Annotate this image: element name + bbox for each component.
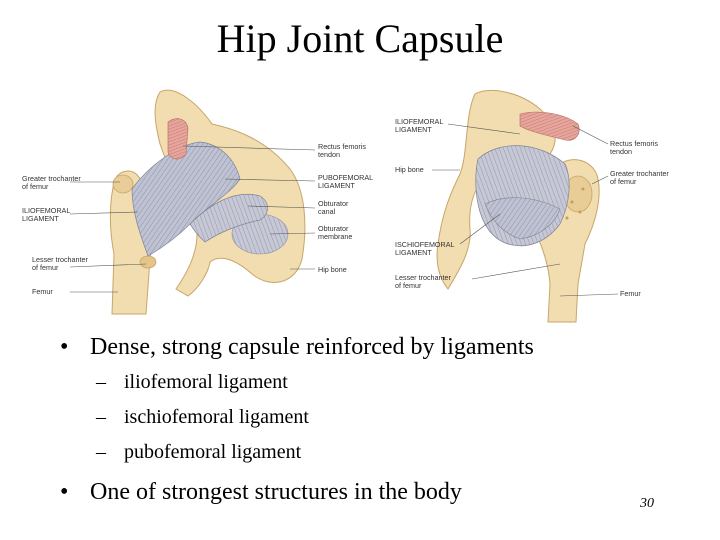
bullet-2-text: One of strongest structures in the body: [90, 479, 462, 505]
posterior-ischiofemoral-ligament: [484, 197, 561, 240]
posterior-label-rectus-femoris-1: Rectus femoris: [610, 139, 658, 148]
bullet-1-text: Dense, strong capsule reinforced by liga…: [90, 334, 534, 360]
posterior-label-lesser-trochanter-1: Lesser trochanter: [395, 273, 452, 282]
posterior-label-iliofemoral-1: ILIOFEMORAL: [395, 117, 443, 126]
anterior-label-pubofemoral-2: LIGAMENT: [318, 181, 355, 190]
posterior-label-ischiofemoral-2: LIGAMENT: [395, 248, 432, 257]
bullet-dot: •: [60, 334, 69, 360]
slide-title: Hip Joint Capsule: [216, 16, 504, 61]
anterior-greater-trochanter: [112, 174, 134, 194]
posterior-leader-lines: [432, 123, 619, 297]
anterior-label-iliofemoral-1: ILIOFEMORAL: [22, 206, 70, 215]
posterior-label-hip-bone: Hip bone: [395, 165, 424, 174]
subitem-3-text: pubofemoral ligament: [124, 441, 302, 463]
anterior-label-femur: Femur: [32, 287, 53, 296]
anterior-lesser-trochanter: [139, 255, 157, 269]
anterior-label-hip-bone: Hip bone: [318, 265, 347, 274]
subitem-2-text: ischiofemoral ligament: [124, 406, 309, 428]
posterior-label-iliofemoral-2: LIGAMENT: [395, 125, 432, 134]
anterior-label-obturator-canal-2: canal: [318, 207, 336, 216]
dash: –: [96, 441, 106, 463]
posterior-label-greater-trochanter-2: of femur: [610, 177, 637, 186]
posterior-label-femur: Femur: [620, 289, 641, 298]
posterior-label-greater-trochanter-1: Greater trochanter: [610, 169, 669, 178]
anterior-label-rectus-femoris-2: tendon: [318, 150, 340, 159]
posterior-label-ischiofemoral-1: ISCHIOFEMORAL: [395, 240, 455, 249]
page-number: 30: [640, 496, 654, 511]
anterior-label-greater-trochanter-2: of femur: [22, 182, 49, 191]
anterior-leader-lines: [69, 145, 316, 293]
dash: –: [96, 406, 106, 428]
posterior-rectus-femoris-tendon: [519, 111, 580, 141]
anterior-label-pubofemoral-1: PUBOFEMORAL: [318, 173, 373, 182]
anterior-label-obturator-membrane-2: membrane: [318, 232, 352, 241]
bullet-dot: •: [60, 479, 69, 505]
anterior-label-rectus-femoris-1: Rectus femoris: [318, 142, 366, 151]
anterior-label-obturator-canal-1: Obturator: [318, 199, 349, 208]
anterior-label-iliofemoral-2: LIGAMENT: [22, 214, 59, 223]
posterior-label-rectus-femoris-2: tendon: [610, 147, 632, 156]
anterior-label-greater-trochanter-1: Greater trochanter: [22, 174, 81, 183]
anterior-iliofemoral-ligament: [131, 141, 241, 257]
posterior-label-lesser-trochanter-2: of femur: [395, 281, 422, 290]
subitem-1-text: iliofemoral ligament: [124, 371, 288, 393]
anterior-rectus-femoris-tendon: [167, 118, 189, 160]
anterior-label-obturator-membrane-1: Obturator: [318, 224, 349, 233]
anterior-label-lesser-trochanter-2: of femur: [32, 263, 59, 272]
dash: –: [96, 371, 106, 393]
anterior-view: [109, 89, 306, 315]
anterior-label-lesser-trochanter-1: Lesser trochanter: [32, 255, 89, 264]
posterior-view: [436, 90, 600, 323]
